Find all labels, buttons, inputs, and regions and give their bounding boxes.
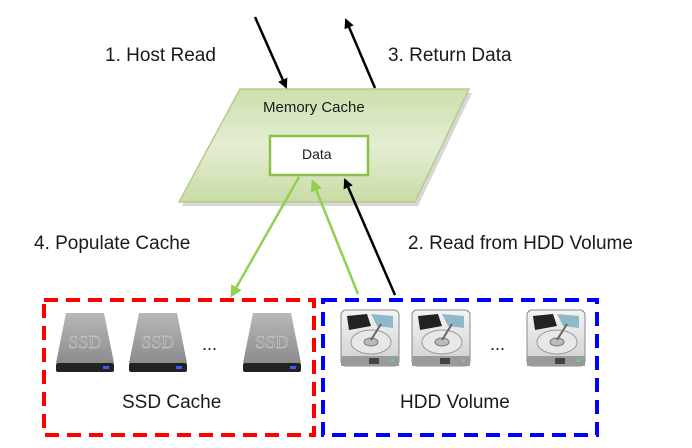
return-data-arrow xyxy=(344,18,377,89)
hdd-drive-icon xyxy=(526,309,586,367)
step-host-read-label: 1. Host Read xyxy=(105,45,216,66)
svg-text:SSD: SSD xyxy=(141,332,174,352)
svg-text:SSD: SSD xyxy=(68,332,101,352)
ssd-cache-group xyxy=(42,298,316,437)
step-return-data-label: 3. Return Data xyxy=(388,45,512,66)
hdd-volume-group xyxy=(321,298,599,437)
ssd-to-data-arrow xyxy=(310,179,360,295)
step-populate-cache-label: 4. Populate Cache xyxy=(34,233,191,254)
ssd-drive-icon: SSD xyxy=(56,313,114,372)
host-read-arrow xyxy=(253,16,288,89)
step-read-hdd-label: 2. Read from HDD Volume xyxy=(408,233,633,254)
read-from-hdd-arrow xyxy=(343,178,397,296)
hdd-ellipsis: ... xyxy=(490,334,506,354)
hdd-drive-icon xyxy=(340,309,400,367)
memory-cache-label: Memory Cache xyxy=(263,99,365,116)
hdd-volume-label: HDD Volume xyxy=(400,392,510,413)
ssd-cache-label: SSD Cache xyxy=(122,392,222,413)
ssd-drive-icon: SSD xyxy=(243,313,301,372)
hdd-drive-icon xyxy=(411,309,471,367)
ssd-drive-icon: SSD xyxy=(129,313,187,372)
data-box xyxy=(268,134,370,177)
svg-text:SSD: SSD xyxy=(255,332,288,352)
data-box-label: Data xyxy=(302,146,332,162)
populate-cache-arrow xyxy=(230,176,301,298)
ssd-ellipsis: ... xyxy=(202,334,218,354)
